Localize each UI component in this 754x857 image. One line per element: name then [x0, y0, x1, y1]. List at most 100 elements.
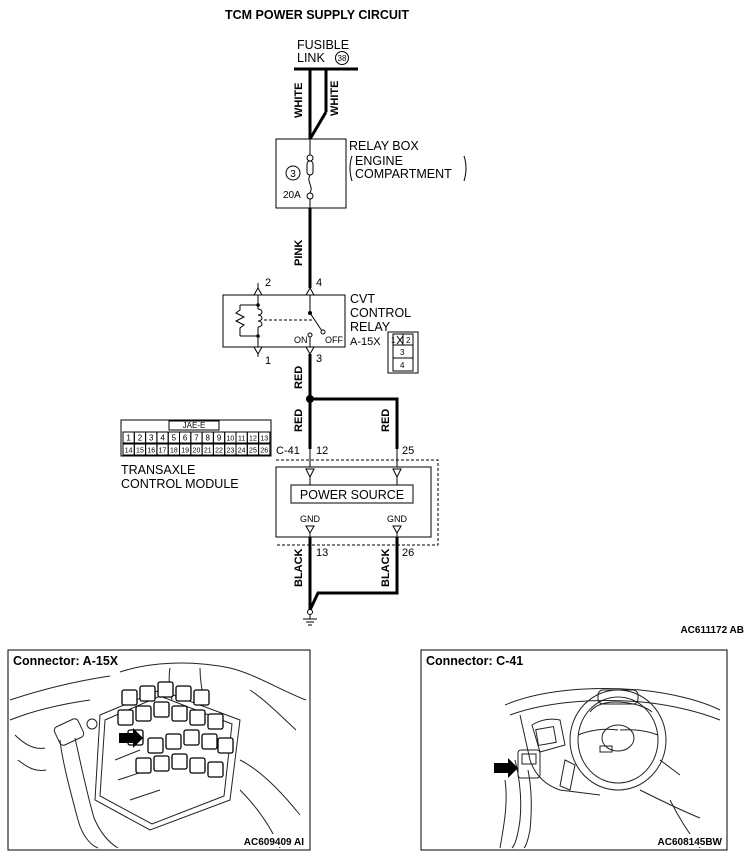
- fuse-element: [306, 160, 314, 176]
- cvt-relay-label-1: CVT: [350, 292, 375, 306]
- relay-conn-pin-4: 4: [400, 361, 405, 370]
- cvt-relay-label-3: RELAY: [350, 320, 391, 334]
- relay-box-label-3: COMPARTMENT: [355, 167, 452, 181]
- tcm-pin-number: 16: [147, 448, 155, 455]
- tcm-pin-number: 12: [249, 436, 257, 443]
- photo-right-title: Connector: C-41: [426, 654, 523, 668]
- tcm-pin-number: 1: [126, 434, 131, 443]
- relay-box-label-1: RELAY BOX: [349, 139, 419, 153]
- relay-pin-4: 4: [316, 277, 322, 289]
- relay-box-module: [135, 757, 152, 774]
- cvt-relay-connector: A-15X: [350, 336, 381, 348]
- gnd-label-left: GND: [300, 514, 321, 524]
- relay-box-module: [217, 737, 234, 754]
- tcm-pin-number: 11: [238, 436, 245, 443]
- relay-box-module: [171, 753, 188, 770]
- tcm-pin-number: 8: [206, 434, 211, 443]
- relay-box-module: [153, 701, 170, 718]
- relay-box-module: [153, 755, 170, 772]
- wire-black-right: [308, 537, 399, 611]
- photo-panel-right: Connector: C-41 AC608145BW: [420, 649, 728, 851]
- relay-box-module: [121, 689, 138, 706]
- fusible-link-label-1: FUSIBLE: [297, 38, 349, 52]
- diagram-title: TCM POWER SUPPLY CIRCUIT: [225, 8, 409, 22]
- tcm-pin-25: 25: [402, 445, 414, 457]
- coil-dot-bottom: [256, 334, 260, 338]
- tcm-pin-number: 6: [183, 434, 188, 443]
- tcm-pin-number: 18: [170, 448, 178, 455]
- wire-label-black-left: BLACK: [293, 548, 305, 587]
- tcm-pin-number: 2: [138, 434, 143, 443]
- wire-label-red-left: RED: [293, 409, 305, 432]
- gnd-label-right: GND: [387, 514, 408, 524]
- switch-on-label: ON: [294, 335, 308, 345]
- relay-box-paren-right: [463, 155, 467, 182]
- fuse-link: [308, 174, 312, 194]
- figure-code: AC611172 AB: [680, 625, 744, 636]
- tcm-pin-number: 14: [125, 448, 133, 455]
- tcm-pin-number: 23: [226, 448, 234, 455]
- wire-label-black-right: BLACK: [380, 548, 392, 587]
- relay-box-module: [171, 705, 188, 722]
- photo-left-arrow: [119, 728, 143, 748]
- photo-left-title: Connector: A-15X: [13, 654, 119, 668]
- tcm-connector-type: JAE-E: [183, 421, 206, 430]
- tcm-pin-12: 12: [316, 445, 328, 457]
- relay-box-module: [193, 689, 210, 706]
- fuse-number: 3: [290, 169, 296, 180]
- photo-right-arrow: [494, 758, 518, 778]
- relay-box-module: [189, 709, 206, 726]
- fuse-number-circle: [285, 165, 301, 181]
- fuse-terminal-bottom: [306, 192, 314, 200]
- relay-pin-2: 2: [265, 277, 271, 289]
- tcm-pin-number: 7: [194, 434, 199, 443]
- power-source-label: POWER SOURCE: [300, 488, 404, 502]
- relay-chevron-2: [253, 286, 263, 296]
- tcm-dashed-outline: [276, 459, 439, 546]
- coil-winding: [257, 308, 263, 328]
- wire-label-pink: PINK: [293, 240, 305, 266]
- relay-chevron-3: [305, 346, 315, 356]
- wire-label-white-left: WHITE: [293, 83, 305, 118]
- fuse-terminal-top: [306, 154, 314, 162]
- fusible-link-number-circle: [335, 51, 349, 65]
- relay-conn-pin-1: 1: [391, 336, 396, 345]
- relay-box-module: [157, 681, 174, 698]
- tcm-pin-number: 26: [260, 448, 268, 455]
- wire-red-right: [310, 397, 399, 449]
- relay-pin-1: 1: [265, 355, 271, 367]
- gnd-arrow-left: [305, 525, 315, 535]
- wire-white-join: [308, 111, 328, 140]
- tcm-module: [275, 466, 432, 538]
- relay-chevron-4: [305, 286, 315, 296]
- fuse-rating: 20A: [283, 190, 301, 201]
- photo-right-code: AC608145BW: [658, 837, 723, 848]
- switch-off-label: OFF: [325, 335, 343, 345]
- tcm-pin-number: 19: [181, 448, 189, 455]
- relay-box-module: [175, 685, 192, 702]
- relay-box-module: [201, 733, 218, 750]
- relay-box-module: [207, 713, 224, 730]
- relay-box-module: [139, 685, 156, 702]
- tcm-pin-number: 21: [204, 448, 212, 455]
- photo-left-code: AC609409 AI: [244, 837, 304, 848]
- relay-box-module: [117, 709, 134, 726]
- tcm-pin-number: 22: [215, 448, 223, 455]
- tcm-pin-number: 10: [226, 436, 234, 443]
- wire-label-white-right: WHITE: [329, 81, 341, 116]
- relay-connector-face: [387, 331, 419, 374]
- tcm-pin-number: 20: [193, 448, 201, 455]
- cvt-relay-label-2: CONTROL: [350, 306, 411, 320]
- relay-box-module: [189, 757, 206, 774]
- relay-box-module: [135, 705, 152, 722]
- coil-dot-top: [256, 303, 260, 307]
- tcm-pin-number: 25: [249, 448, 257, 455]
- tcm-pin-number: 17: [159, 448, 167, 455]
- tcm-arrow-12: [305, 468, 315, 479]
- tcm-pin-number: 4: [160, 434, 165, 443]
- relay-box-module: [147, 737, 164, 754]
- tcm-connector-label: C-41: [276, 445, 300, 457]
- coil-resistor: [234, 305, 246, 336]
